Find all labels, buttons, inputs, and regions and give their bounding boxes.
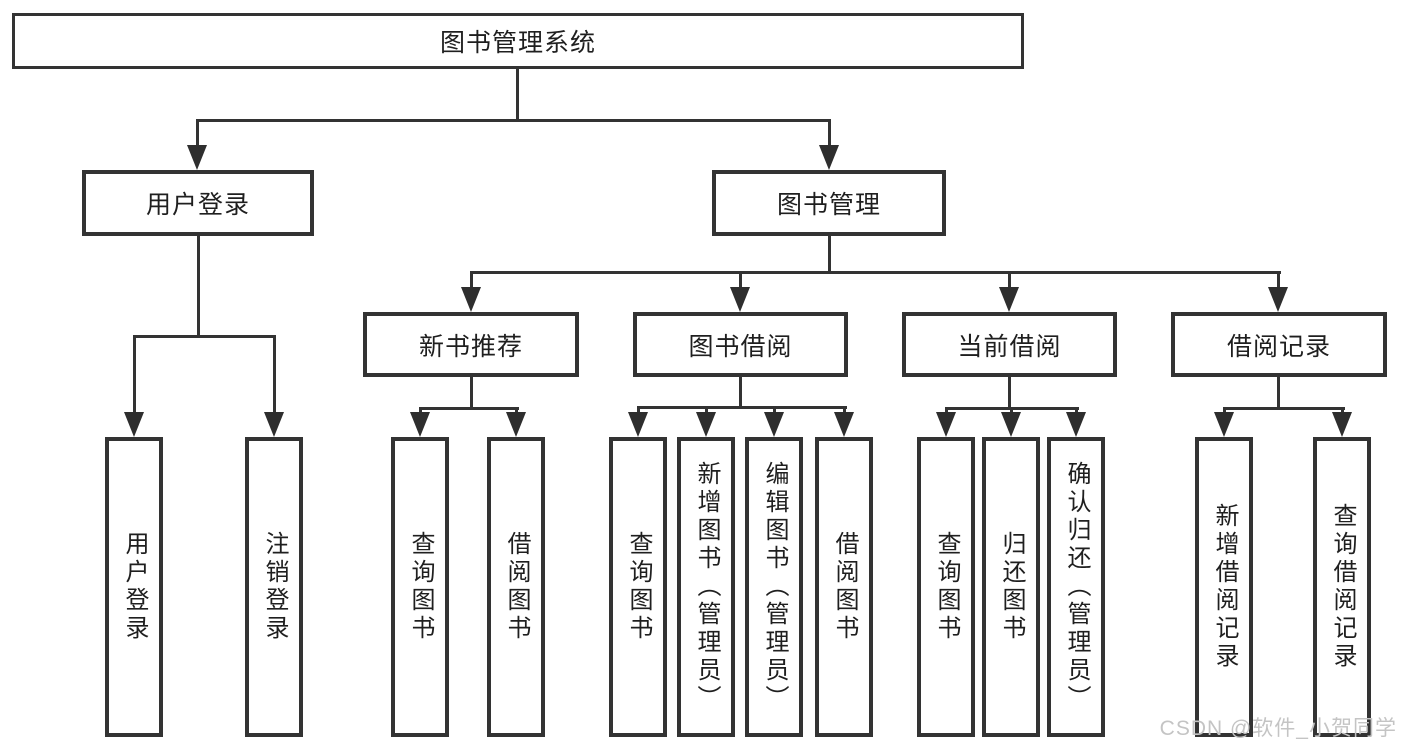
leaf-confirm-return-admin-label: 确认归还（管理员） bbox=[1063, 461, 1090, 713]
connector-line bbox=[273, 335, 276, 415]
arrow-down-icon bbox=[187, 145, 207, 170]
node-book-borrowing-label: 图书借阅 bbox=[688, 332, 793, 361]
leaf-edit-books-admin: 编辑图书（管理员） bbox=[745, 437, 803, 737]
leaf-query-books-recommend-label: 查询图书 bbox=[407, 531, 434, 643]
leaf-query-books-borrowing: 查询图书 bbox=[609, 437, 667, 737]
leaf-query-borrow-record: 查询借阅记录 bbox=[1313, 437, 1371, 737]
connector-line bbox=[739, 271, 742, 290]
arrow-down-icon bbox=[936, 412, 956, 437]
leaf-query-books-borrowing-label: 查询图书 bbox=[625, 531, 652, 643]
arrow-down-icon bbox=[1214, 412, 1234, 437]
leaf-query-borrow-record-label: 查询借阅记录 bbox=[1329, 503, 1356, 671]
connector-line bbox=[1277, 271, 1280, 290]
arrow-down-icon bbox=[730, 287, 750, 312]
connector-line bbox=[773, 406, 776, 417]
connector-line bbox=[419, 407, 519, 410]
leaf-edit-books-admin-label: 编辑图书（管理员） bbox=[761, 461, 788, 713]
arrow-down-icon bbox=[1001, 412, 1021, 437]
connector-line bbox=[637, 406, 640, 417]
connector-line bbox=[828, 119, 831, 149]
arrow-down-icon bbox=[506, 412, 526, 437]
arrow-down-icon bbox=[999, 287, 1019, 312]
node-new-book-recommend-label: 新书推荐 bbox=[418, 332, 523, 361]
connector-line bbox=[197, 236, 200, 338]
leaf-user-login: 用户登录 bbox=[105, 437, 163, 737]
connector-line bbox=[133, 335, 276, 338]
node-borrowing-records-label: 借阅记录 bbox=[1226, 332, 1331, 361]
leaf-add-books-admin-label: 新增图书（管理员） bbox=[693, 461, 720, 713]
leaf-query-books-recommend: 查询图书 bbox=[391, 437, 449, 737]
node-new-book-recommend: 新书推荐 bbox=[363, 312, 579, 377]
connector-line bbox=[133, 335, 136, 415]
node-root-label: 图书管理系统 bbox=[439, 29, 596, 57]
connector-line bbox=[470, 377, 473, 410]
connector-line bbox=[470, 271, 1281, 274]
arrow-down-icon bbox=[124, 412, 144, 437]
node-book-management-label: 图书管理 bbox=[776, 191, 881, 219]
connector-line bbox=[843, 406, 846, 417]
connector-line bbox=[1008, 377, 1011, 410]
connector-line bbox=[470, 271, 473, 290]
leaf-borrow-books-recommend: 借阅图书 bbox=[487, 437, 545, 737]
node-book-management: 图书管理 bbox=[712, 170, 946, 236]
leaf-logout-label: 注销登录 bbox=[261, 531, 288, 643]
connector-line bbox=[637, 406, 847, 409]
node-current-borrowing-label: 当前借阅 bbox=[957, 332, 1062, 361]
connector-line bbox=[1277, 377, 1280, 410]
connector-line bbox=[196, 119, 199, 149]
arrow-down-icon bbox=[819, 145, 839, 170]
arrow-down-icon bbox=[1332, 412, 1352, 437]
leaf-query-books-current-label: 查询图书 bbox=[933, 531, 960, 643]
arrow-down-icon bbox=[1268, 287, 1288, 312]
leaf-add-borrow-record-label: 新增借阅记录 bbox=[1211, 503, 1238, 671]
arrow-down-icon bbox=[410, 412, 430, 437]
leaf-logout: 注销登录 bbox=[245, 437, 303, 737]
connector-line bbox=[1223, 407, 1345, 410]
connector-line bbox=[516, 69, 519, 122]
arrow-down-icon bbox=[264, 412, 284, 437]
connector-line bbox=[1008, 271, 1011, 290]
arrow-down-icon bbox=[764, 412, 784, 437]
node-current-borrowing: 当前借阅 bbox=[902, 312, 1117, 377]
csdn-watermark: CSDN @软件_小贺同学 bbox=[1159, 717, 1397, 740]
leaf-query-books-current: 查询图书 bbox=[917, 437, 975, 737]
leaf-borrow-books-recommend-label: 借阅图书 bbox=[503, 531, 530, 643]
arrow-down-icon bbox=[834, 412, 854, 437]
connector-line bbox=[196, 119, 831, 122]
node-user-login: 用户登录 bbox=[82, 170, 314, 236]
arrow-down-icon bbox=[1066, 412, 1086, 437]
node-borrowing-records: 借阅记录 bbox=[1171, 312, 1387, 377]
leaf-add-borrow-record: 新增借阅记录 bbox=[1195, 437, 1253, 737]
leaf-return-books-label: 归还图书 bbox=[998, 531, 1025, 643]
leaf-borrow-books-borrowing: 借阅图书 bbox=[815, 437, 873, 737]
leaf-return-books: 归还图书 bbox=[982, 437, 1040, 737]
connector-line bbox=[828, 236, 831, 274]
node-root: 图书管理系统 bbox=[12, 13, 1024, 69]
leaf-borrow-books-borrowing-label: 借阅图书 bbox=[831, 531, 858, 643]
arrow-down-icon bbox=[461, 287, 481, 312]
leaf-user-login-label: 用户登录 bbox=[121, 531, 148, 643]
leaf-add-books-admin: 新增图书（管理员） bbox=[677, 437, 735, 737]
node-book-borrowing: 图书借阅 bbox=[633, 312, 848, 377]
connector-line bbox=[705, 406, 708, 417]
arrow-down-icon bbox=[628, 412, 648, 437]
leaf-confirm-return-admin: 确认归还（管理员） bbox=[1047, 437, 1105, 737]
arrow-down-icon bbox=[696, 412, 716, 437]
node-user-login-label: 用户登录 bbox=[145, 191, 250, 219]
connector-line bbox=[739, 377, 742, 409]
